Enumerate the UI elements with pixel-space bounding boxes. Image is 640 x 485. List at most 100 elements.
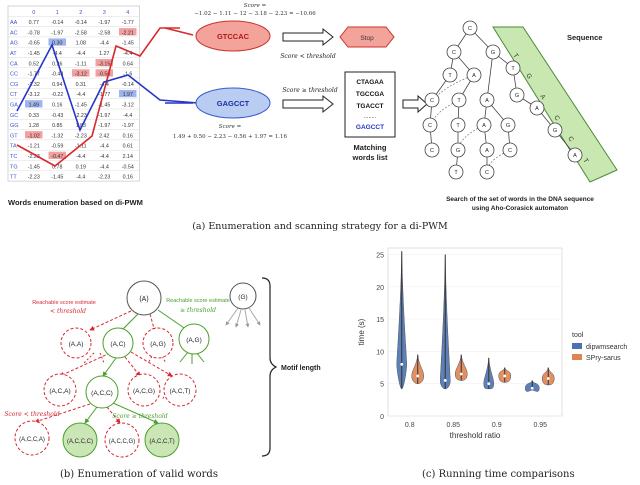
pwm-col-header: 0 [32,10,35,16]
trie-node [500,117,516,133]
pwm-cell: -1.45 [75,103,87,109]
pwm-cell: -4.4 [76,175,85,181]
node-accg-label: (A,C,C,G) [109,439,135,445]
pwm-row-label: AG [10,41,18,47]
trie-node-label: T [454,170,458,176]
violin-median [487,382,491,386]
trie-node [424,92,440,108]
pwm-cell: -2.58 [75,30,87,36]
pwm-cell: -4.4 [100,82,109,88]
pwm-cell: -1.45 [28,164,40,170]
blue-path [16,42,199,133]
node-aca-label: (A,C,A) [49,388,70,395]
pwm-cell: -4.4 [100,164,109,170]
reach-ge-2: ≥ threshold [180,307,216,314]
pwm-cell: 0.19 [76,164,86,170]
match-word-1: CTAGAA [356,79,384,86]
y-tick-label: 15 [376,317,384,324]
pwm-cell: 0.31 [76,82,86,88]
trie-node-label: T [456,123,460,129]
pwm-cell: -1.11 [75,144,87,150]
pwm-cell: -2.23 [98,175,110,181]
pwm-row-label: AT [10,51,17,57]
pwm-cell-highlight [48,151,66,159]
matching-words-box [344,71,396,138]
trie-node-label: G [491,50,495,56]
node-aa [60,327,92,359]
trie-node-label: A [472,73,476,79]
seq-letter-3: A [538,93,547,101]
pwm-cell-highlight [25,100,43,108]
pwm-col-header: 3 [103,10,106,16]
pwm-cell: -2.58 [98,30,110,36]
pwm-cell-highlight [25,131,43,139]
y-tick-label: 5 [380,382,384,389]
pwm-cell: -0.22 [51,92,63,98]
score-top-formula: −1.02 − 1.11 − 12 − 3.18 − 2.23 = −10.66 [194,11,316,17]
pwm-cell: -4.4 [100,144,109,150]
trie-node [502,142,518,158]
pwm-cell: -1.97 [98,113,110,119]
trie-node [479,92,495,108]
pwm-row-label: GT [10,133,18,139]
node-acct-label: (A,C,C,T) [149,439,174,445]
trie-node-label: A [485,148,489,154]
score-top-label: Score = [244,3,267,9]
word-blue-ellipse [195,87,271,119]
match-word-dots: ........ [364,114,377,120]
trie-node-label: G [553,128,557,134]
pwm-cell: 0.94 [52,82,62,88]
pwm-cell-highlight [119,28,137,36]
violin-median [443,379,447,382]
pwm-row-label: TA [10,144,17,150]
pwm-cell: 0.16 [123,175,133,181]
pwm-row-label: CC [10,72,18,78]
legend-title: tool [572,332,584,339]
trie-node [451,92,467,108]
pwm-cell: 0.16 [123,133,133,139]
pwm-cell: -4.4 [53,51,62,57]
pwm-cell: -4.4 [123,113,132,119]
pwm-cell: -2.23 [28,154,40,160]
score-lt: Score < threshold [4,411,60,418]
pwm-row-label: CA [10,61,18,67]
aho-caption-2: using Aho-Corasick automaton [472,205,568,212]
pwm-row-label: CG [10,82,18,88]
match-word-5: GAGCCT [356,124,384,131]
trie-node [476,117,492,133]
node-ac-label: (A,C) [110,341,125,348]
score-bottom-formula: 1.49 + 0.50 − 2.23 − 0.56 + 1.97 = 1.16 [173,134,288,140]
pwm-cell: -2.23 [75,113,87,119]
pwm-cell: 2.42 [99,133,109,139]
pwm-row-label: CT [10,92,18,98]
pwm-row-label: AC [10,30,18,36]
pwm-cell: 1.83 [76,123,86,129]
trie-node [450,142,466,158]
pwm-cell: 1.27 [99,51,109,57]
trie-node [448,164,464,180]
reach-ge-1: Reachable score estimate [166,298,230,304]
x-tick-label: 0.95 [533,422,547,429]
pwm-cell: -1.97 [51,30,63,36]
pwm-cell: -1.77 [98,92,110,98]
pwm-cell: 0.52 [29,61,39,67]
pwm-cell: -1.97 [98,20,110,26]
trie-node-label: C [430,98,434,104]
trie-node-label: A [573,153,577,159]
pwm-cell: -1.21 [28,144,40,150]
pwm-cell: -1.02 [28,133,40,139]
trie-node [529,100,545,116]
node-accg [104,422,140,458]
pwm-cell-highlight [48,38,66,46]
y-tick-label: 20 [376,285,384,292]
pwm-cell: -0.43 [51,113,63,119]
pwm-row-label: GC [10,113,18,119]
pwm-col-header: 2 [79,10,82,16]
node-ag2-label: (A,G) [186,337,202,344]
node-act-label: (A,C,T) [170,388,191,395]
motif-length-label: Motif length [281,365,321,372]
node-act [163,373,197,407]
